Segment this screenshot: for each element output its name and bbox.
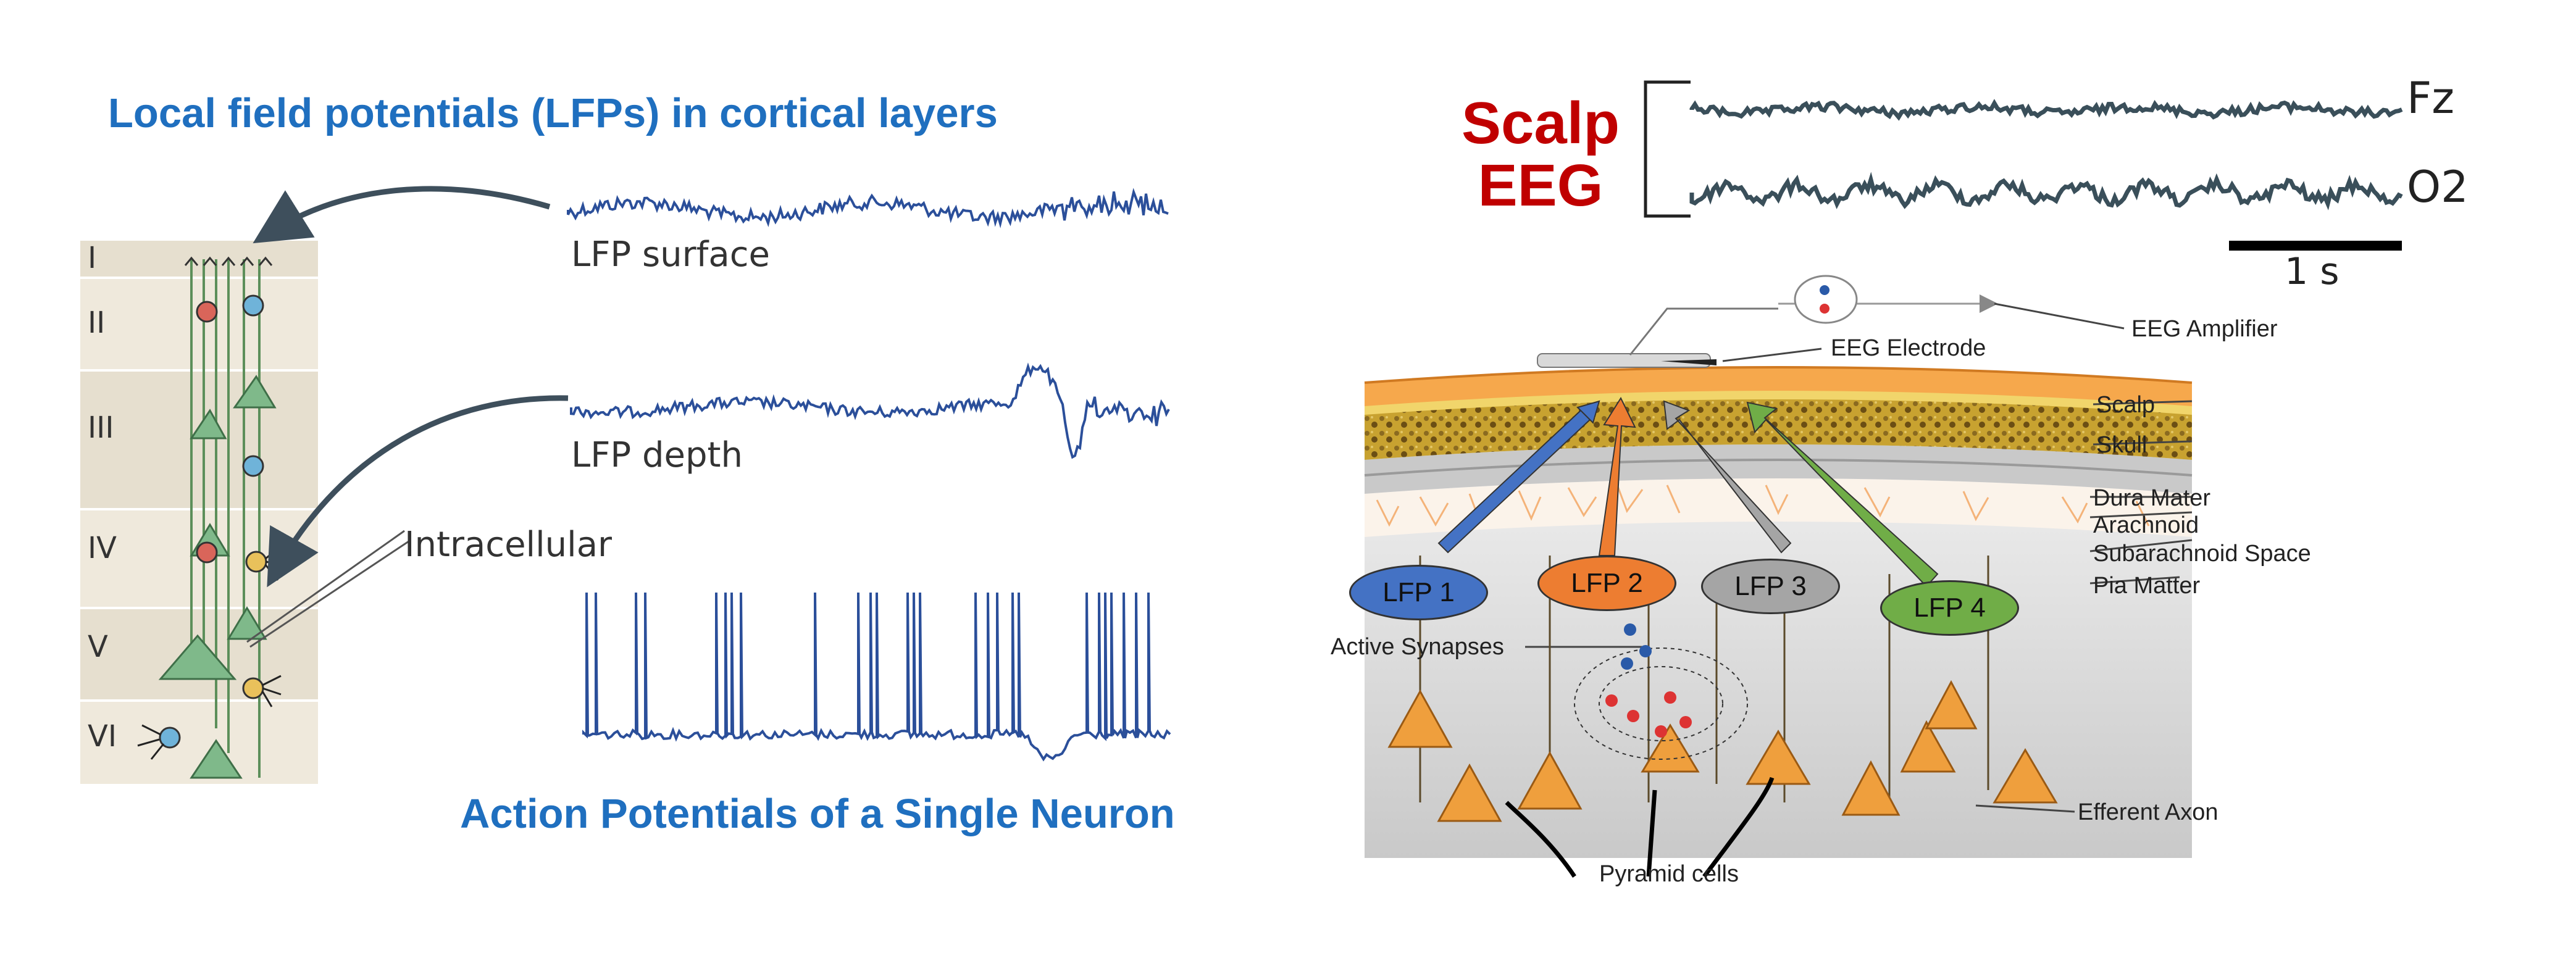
layer-label-ii: II bbox=[88, 306, 106, 340]
fz-trace bbox=[1689, 99, 2403, 121]
subarachnoid-label: Subarachnoid Space bbox=[2093, 541, 2311, 567]
channel-label-fz: Fz bbox=[2407, 73, 2455, 123]
pyramid-cells-label: Pyramid cells bbox=[1599, 861, 1739, 887]
lfp-surface-trace bbox=[567, 188, 1169, 228]
scalp-eeg-title: Scalp EEG bbox=[1457, 90, 1624, 219]
electrode-label: EEG Electrode bbox=[1831, 335, 1986, 361]
lfp-depth-label: LFP depth bbox=[571, 435, 743, 475]
lfp-4-arrow bbox=[1746, 401, 1939, 588]
lfp-2-source: LFP 2 bbox=[1537, 556, 1676, 611]
lfp-4-source: LFP 4 bbox=[1880, 580, 2019, 636]
channel-label-o2: O2 bbox=[2407, 162, 2469, 212]
scale-bar bbox=[2229, 241, 2402, 251]
scalp-eeg-title-line1: Scalp bbox=[1461, 90, 1620, 156]
lfp-1-source: LFP 1 bbox=[1349, 565, 1488, 620]
active-synapses-label: Active Synapses bbox=[1331, 634, 1504, 660]
surface-arrow bbox=[253, 186, 551, 244]
eeg-bracket bbox=[1644, 80, 1691, 218]
layer-label-vi: VI bbox=[88, 719, 117, 754]
dura-label: Dura Mater bbox=[2093, 485, 2211, 511]
skull-label: Skull bbox=[2096, 432, 2147, 458]
lfp-3-source: LFP 3 bbox=[1701, 559, 1840, 614]
layer-label-v: V bbox=[88, 630, 108, 664]
depth-arrow bbox=[267, 395, 569, 588]
intracellular-label: Intracellular bbox=[404, 525, 613, 565]
lfp-title: Local field potentials (LFPs) in cortica… bbox=[108, 90, 998, 136]
layer-label-iii: III bbox=[88, 410, 114, 445]
lfp-depth-trace bbox=[570, 362, 1170, 459]
o2-trace bbox=[1689, 172, 2403, 210]
layer-label-iv: IV bbox=[88, 531, 117, 565]
layer-label-i: I bbox=[88, 241, 97, 275]
lfp-2-arrow bbox=[1598, 396, 1636, 556]
lfp-1-arrow bbox=[1437, 400, 1600, 554]
scalp-label: Scalp bbox=[2096, 392, 2156, 418]
pia-label: Pia Matter bbox=[2093, 573, 2201, 599]
lfp-surface-label: LFP surface bbox=[571, 235, 770, 275]
efferent-axon-label: Efferent Axon bbox=[2078, 799, 2218, 825]
amplifier-symbol bbox=[1794, 275, 1858, 324]
intracellular-electrode bbox=[246, 530, 411, 648]
amplifier-label: EEG Amplifier bbox=[2131, 316, 2278, 342]
arachnoid-label: Arachnoid bbox=[2093, 512, 2199, 538]
action-potential-title: Action Potentials of a Single Neuron bbox=[460, 791, 1175, 837]
lfp-3-arrow bbox=[1663, 400, 1792, 554]
scalp-eeg-title-line2: EEG bbox=[1478, 152, 1604, 219]
action-potential-trace bbox=[582, 592, 1171, 762]
scale-bar-label: 1 s bbox=[2285, 250, 2340, 293]
